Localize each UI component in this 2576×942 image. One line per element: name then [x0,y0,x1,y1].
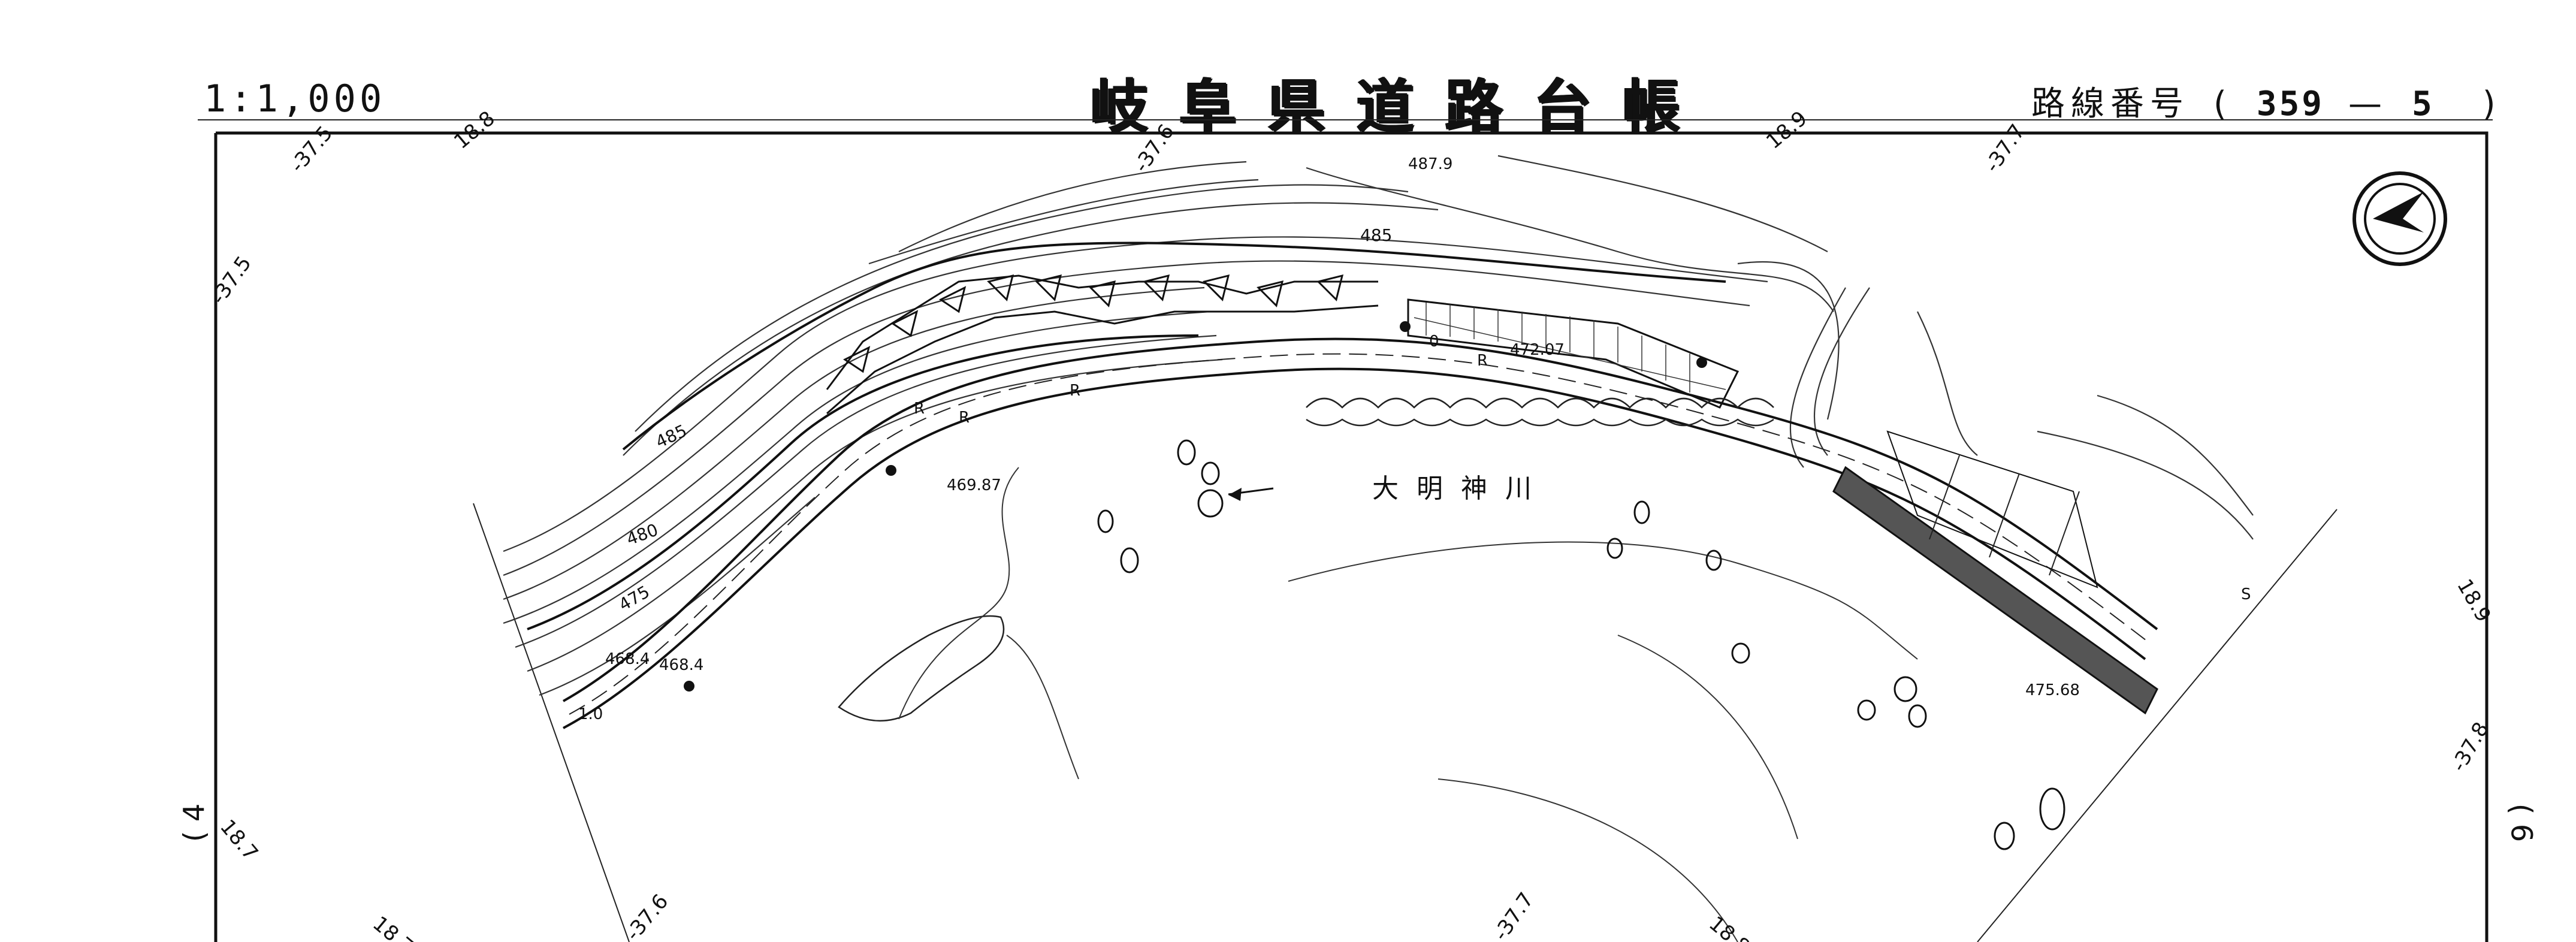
grid-label: 18.8 [449,107,500,154]
grid-labels: -37.5 18.8 -37.5 -37.6 18.9 -37.7 18.9 -… [207,107,2496,942]
route-dash: — [2348,84,2388,123]
grid-label: 18.7 [215,815,262,865]
north-arrow-icon [2352,171,2447,266]
contour-label: 485 [1360,225,1392,245]
river-edges [898,467,1918,942]
map-title: 岐阜県道路台帳 [1091,73,1711,140]
contour-lines [503,155,2254,696]
sheet-boundary-lines [473,503,2338,942]
grid-label: 18.9 [1762,107,1812,154]
river-rocks [1097,439,2065,850]
elevation-label: 487.9 [1408,155,1452,173]
stone-wall-hatch [1407,298,1740,409]
grid-label: -37.7 [1489,888,1539,942]
elevation-labels: 487.9 472.07 469.87 468.4 468.4 475.68 [605,155,2080,699]
grid-label: -37.5 [285,122,337,177]
road-mark: R [1477,352,1488,370]
road-mark: 0 [1429,333,1439,351]
benchmark-points [684,321,1707,692]
elevation-label: 475.68 [2025,681,2080,699]
road-marks: R R R R 1.0 0 S [578,333,2251,723]
road-edge-dashed [569,353,2152,715]
route-number: 路線番号 (359 — 5) [2031,77,2502,125]
route-number-a: 359 [2256,84,2325,123]
elevation-label: 468.4 [605,650,650,668]
route-close-paren: ) [2482,84,2502,123]
flow-arrow-icon [1228,487,1274,501]
road-mark: S [2241,585,2251,603]
elevation-label: 469.87 [947,476,1001,494]
retaining-wall [826,274,1379,415]
vegetation-bank [838,397,1774,722]
contour-label: 475 [615,582,653,615]
road-mark: R [1070,382,1080,400]
grid-label: -37.6 [621,890,673,942]
stone-wall-hatch-east [1832,430,2158,715]
index-contours [527,241,1726,630]
elevation-label: 468.4 [659,656,703,674]
contour-label: 485 [653,421,690,452]
contour-label: 480 [624,520,661,549]
road-mark: R [959,409,970,427]
map-scale: 1:1,000 [204,77,386,120]
river-name-label: 大明神川 [1372,473,1550,504]
grid-label: 18.8 [1704,911,1754,942]
road-mark: R [914,400,925,418]
route-label: 路線番号 [2031,84,2190,123]
road-centerline [563,337,2158,729]
elevation-label: 472.07 [1510,341,1565,359]
grid-label: 18.7 [368,911,418,942]
grid-label: -37.7 [1980,120,2030,177]
route-open-paren: ( [2213,84,2233,123]
map-frame [214,131,2489,942]
route-number-b: 5 [2412,84,2435,123]
grid-label: -37.5 [207,252,256,309]
road-mark: 1.0 [578,705,603,723]
grid-label: 18.9 [2452,575,2495,627]
